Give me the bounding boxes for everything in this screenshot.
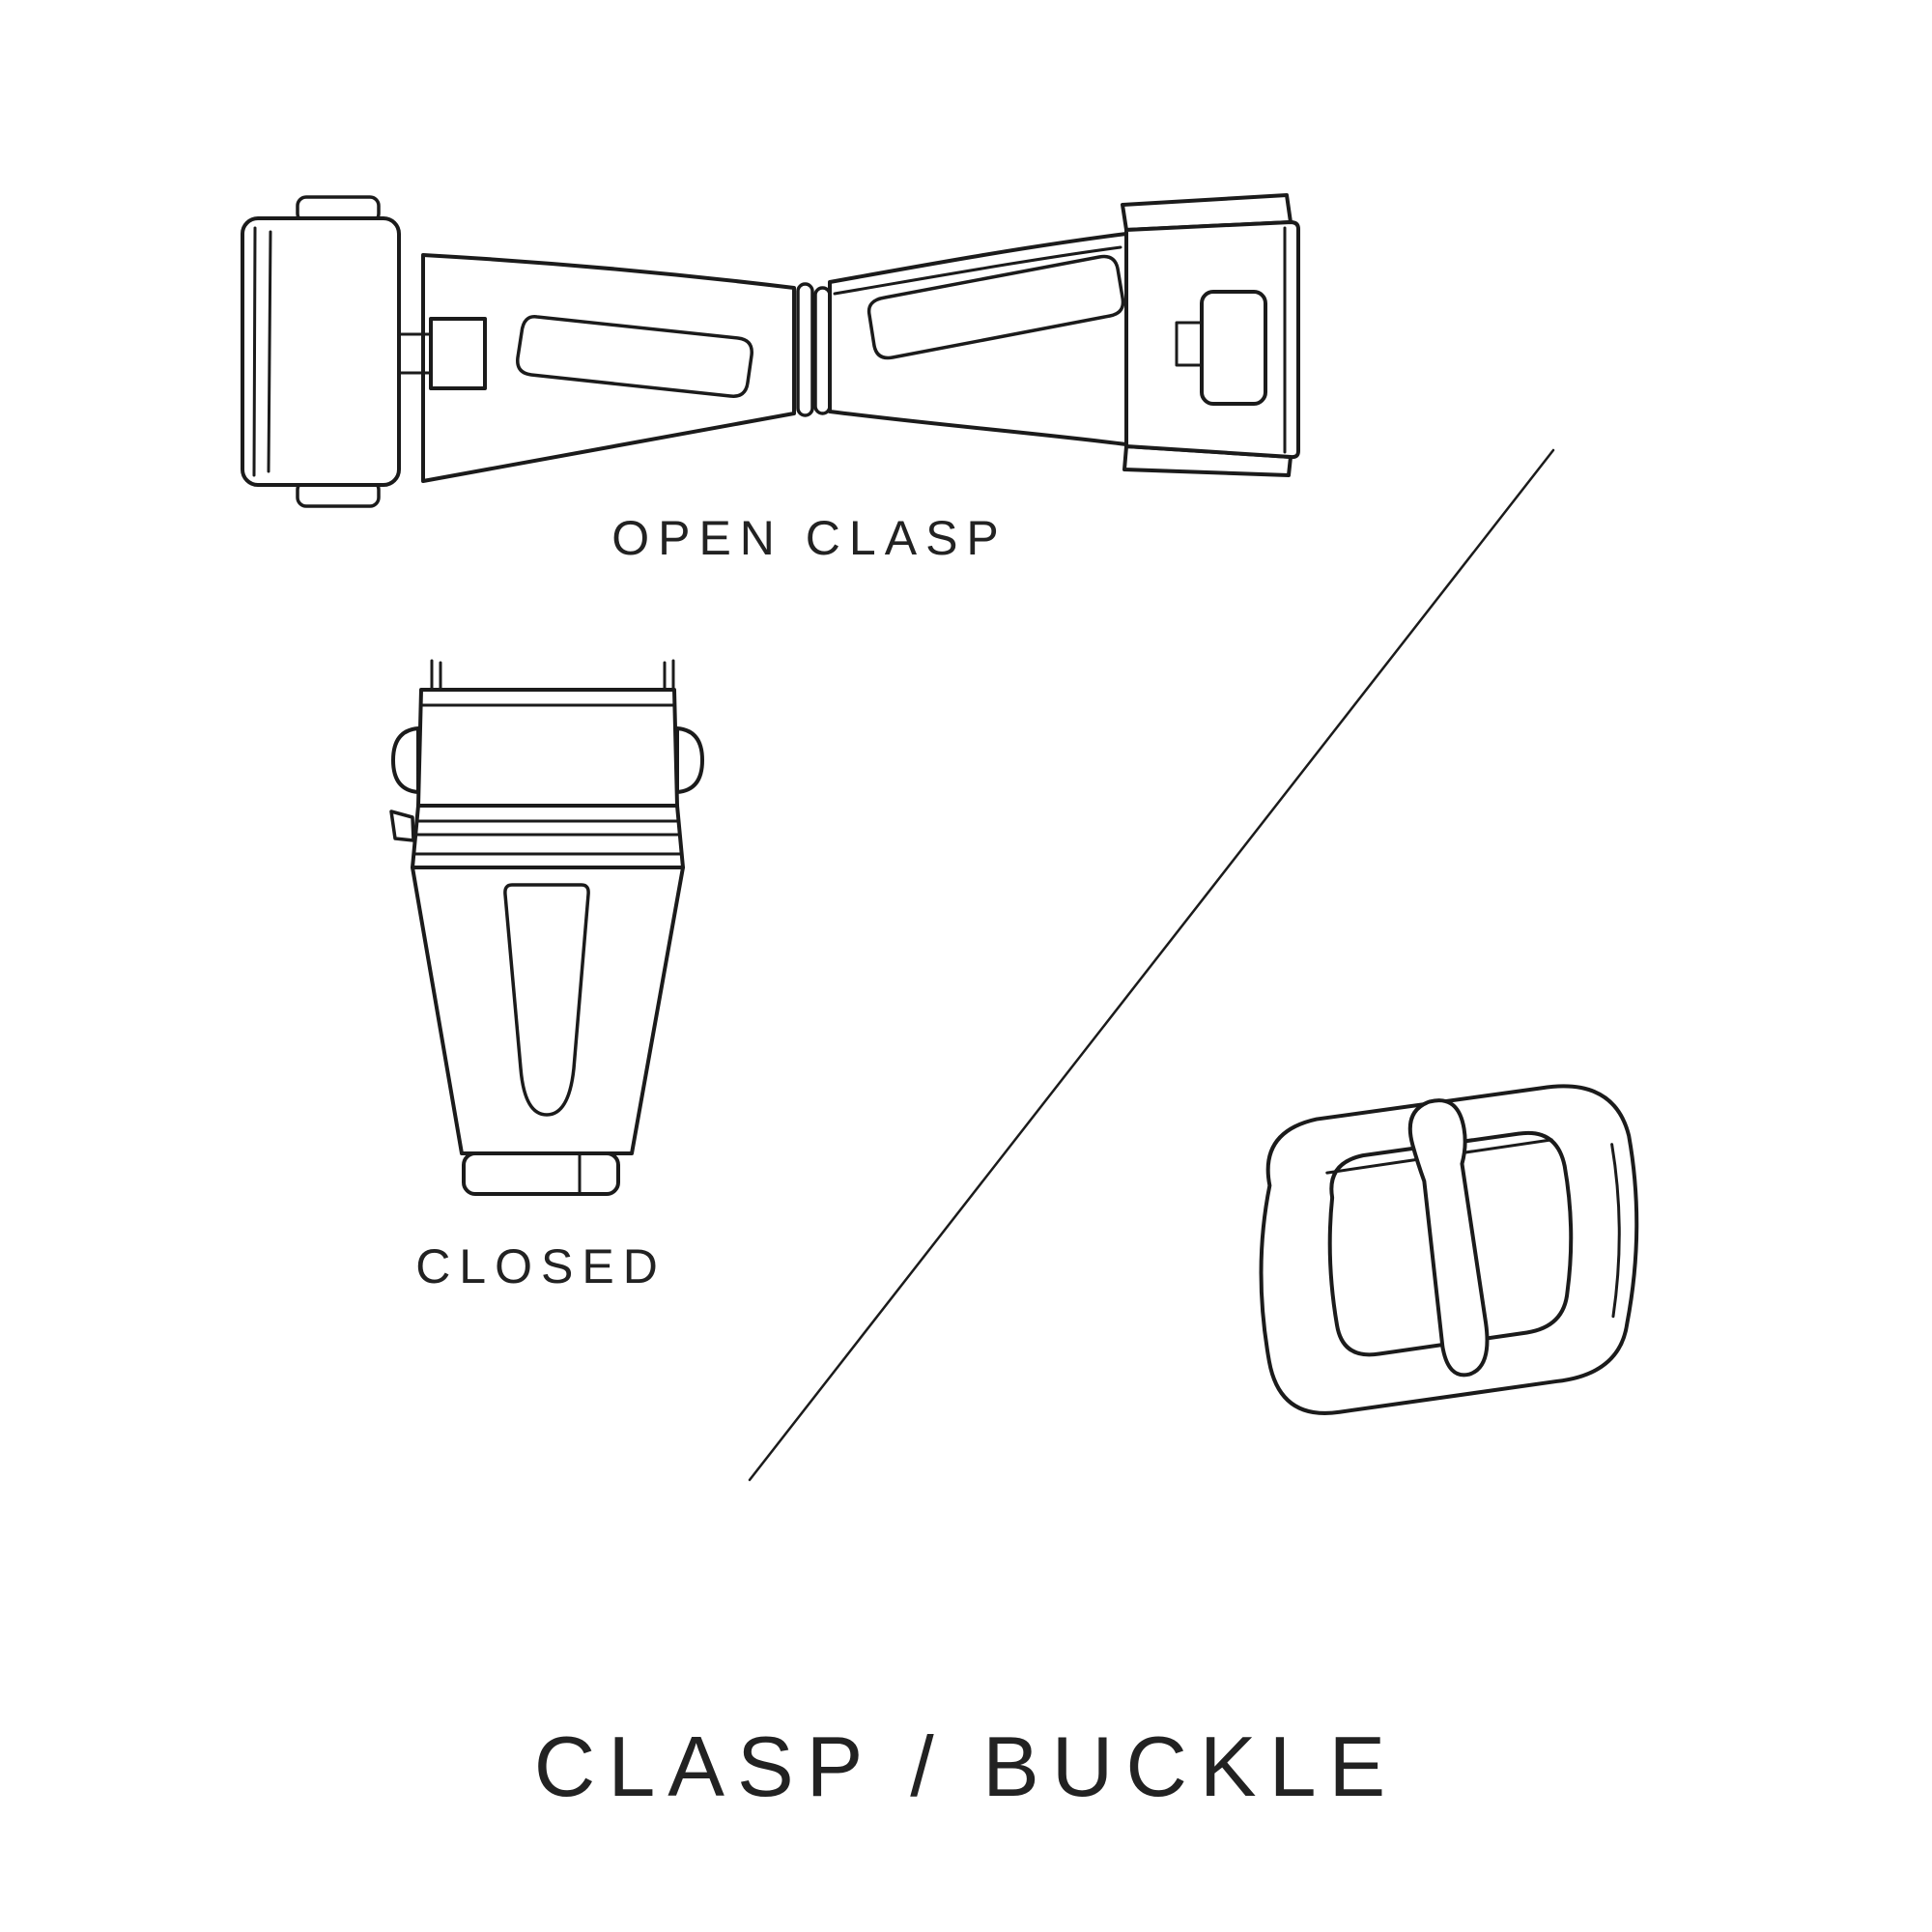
open-clasp-right-arm-edge-line (833, 245, 1122, 296)
open-clasp-catch-links (397, 332, 433, 375)
closed-clasp-top-block (416, 688, 679, 808)
open-clasp-left-arm-window (516, 315, 753, 398)
closed-clasp-label: CLOSED (415, 1239, 667, 1293)
buckle-right-bar-contour (1610, 1143, 1621, 1319)
open-clasp-right-arm-window (867, 254, 1125, 360)
closed-clasp-bottom-bar (462, 1151, 620, 1196)
open-clasp-illustration (241, 193, 1300, 508)
diagram-title: CLASP / BUCKLE (533, 1719, 1399, 1814)
open-clasp-left-link-fold-line-2 (267, 230, 272, 473)
divider-line (748, 448, 1555, 1482)
closed-clasp-band-lines (412, 819, 683, 856)
buckle-illustration (1259, 1084, 1639, 1415)
closed-clasp-illustration (389, 659, 704, 1196)
closed-clasp-left-ear (391, 726, 420, 794)
open-clasp-label: OPEN CLASP (611, 511, 1008, 565)
open-clasp-left-link-fold-line-1 (252, 226, 257, 477)
closed-clasp-prongs (430, 659, 675, 690)
open-clasp-right-end-cutout (1200, 290, 1267, 406)
buckle-tongue (1407, 1098, 1490, 1378)
closed-clasp-right-ear (675, 726, 704, 794)
open-clasp-hinge-bar-1 (796, 282, 814, 417)
open-clasp-catch-hook (429, 317, 487, 390)
open-clasp-hinge-bar-2 (813, 286, 832, 415)
open-clasp-left-link (241, 216, 401, 487)
open-clasp-spring-catch (1175, 321, 1204, 367)
closed-clasp-band-section (411, 804, 685, 869)
closed-clasp-release-tab (389, 810, 415, 842)
closed-clasp-body-slot (503, 883, 590, 1117)
